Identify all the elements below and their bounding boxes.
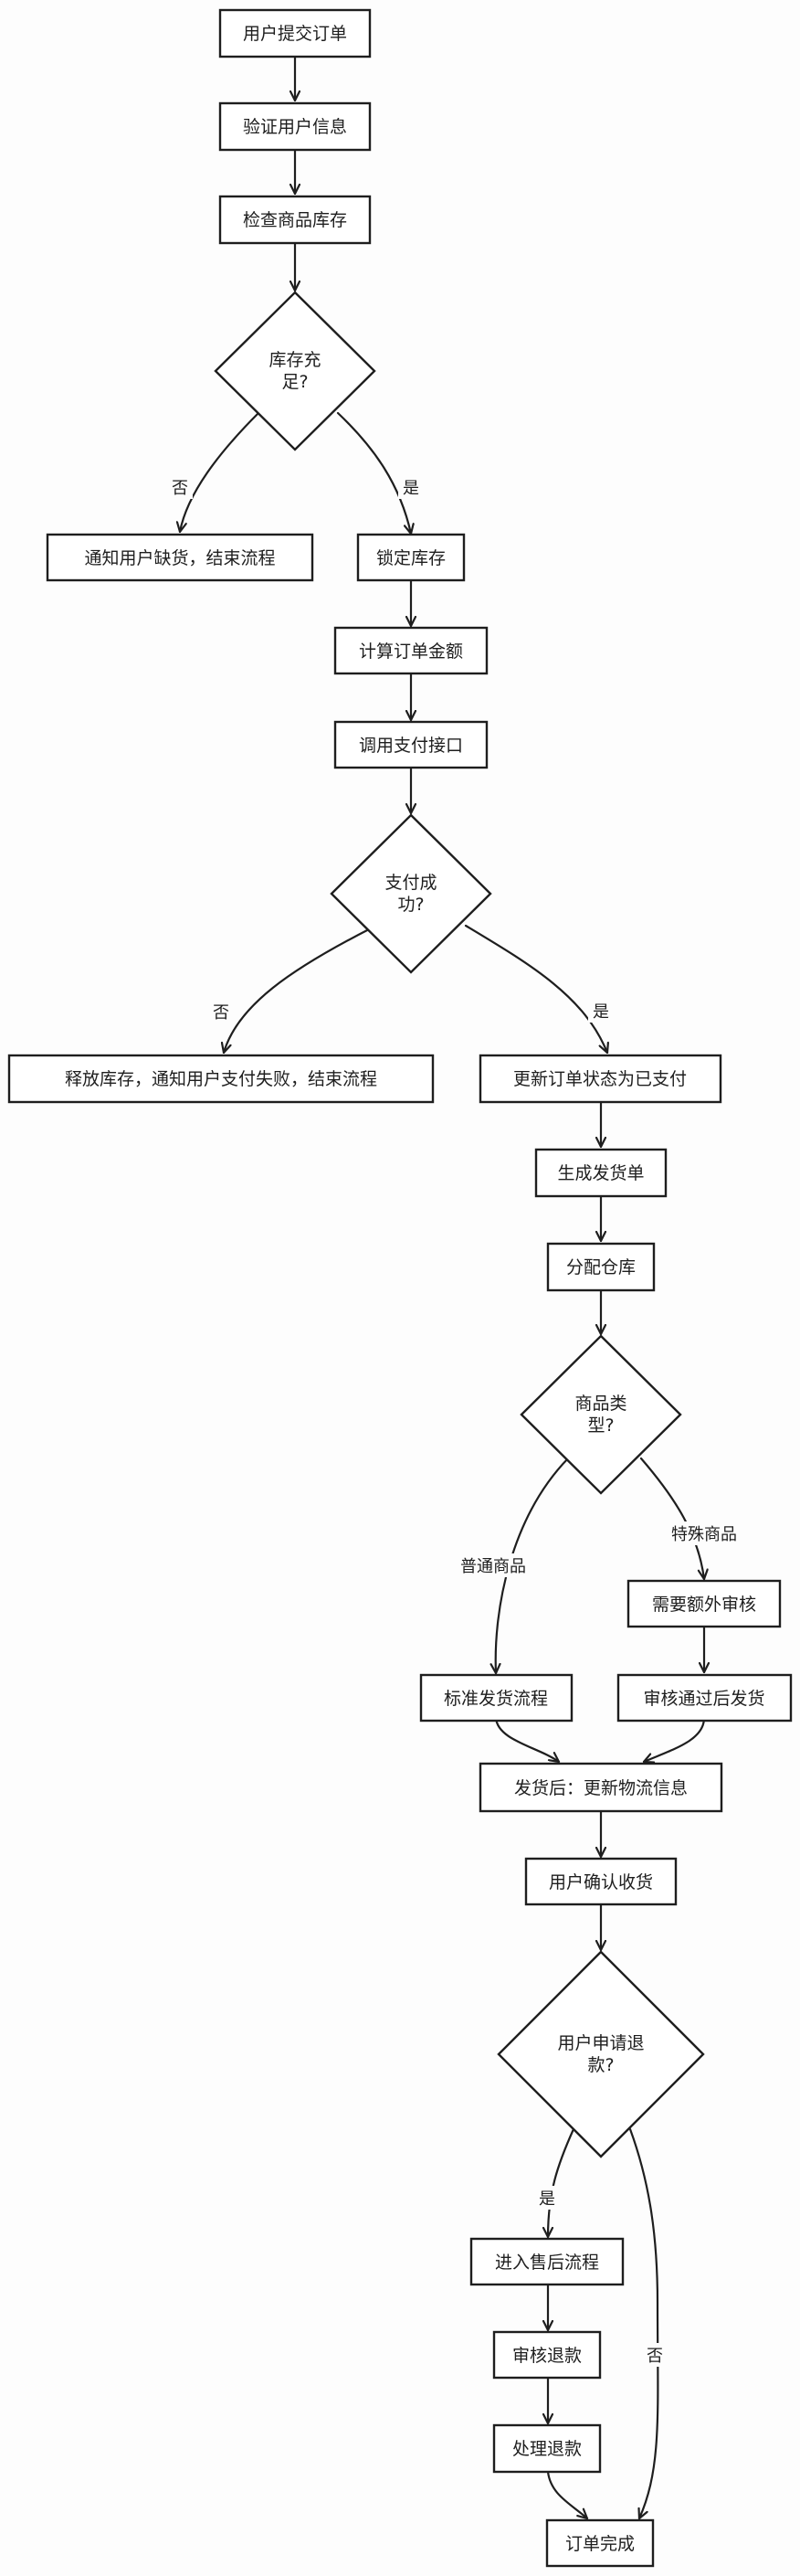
node-standard-shipping-label: 标准发货流程 xyxy=(444,1689,548,1709)
node-process-refund: 处理退款 xyxy=(492,2423,602,2474)
label-refund-no: 否 xyxy=(647,2347,663,2366)
decision-refund-request-line2: 款? xyxy=(587,2055,614,2075)
node-update-logistics-label: 发货后：更新物流信息 xyxy=(514,1778,688,1798)
decision-payment-success-line1: 支付成 xyxy=(384,873,437,893)
decision-payment-success: 支付成 功? xyxy=(330,813,492,974)
edge-pay-no xyxy=(224,928,371,1055)
edge-type-special xyxy=(639,1457,704,1581)
label-stock-no: 否 xyxy=(172,479,188,498)
label-pay-no: 否 xyxy=(213,1003,229,1023)
decision-goods-type-line2: 型? xyxy=(587,1415,614,1436)
edge-review-logistics xyxy=(642,1716,706,1762)
node-release-stock-label: 释放库存，通知用户支付失败，结束流程 xyxy=(65,1069,377,1089)
edge-labels: 否 是 否 是 普通商品 特殊商品 是 否 xyxy=(167,475,744,2367)
node-submit-order-label: 用户提交订单 xyxy=(243,24,347,44)
node-review-then-ship: 审核通过后发货 xyxy=(616,1673,793,1723)
nodes: 用户提交订单 验证用户信息 检查商品库存 库存充 足? 通知用户缺货，结束流程 … xyxy=(7,8,793,2568)
decision-refund-request-line1: 用户申请退 xyxy=(557,2033,644,2053)
node-update-logistics: 发货后：更新物流信息 xyxy=(479,1762,723,1813)
node-verify-user: 验证用户信息 xyxy=(218,101,372,152)
node-check-stock: 检查商品库存 xyxy=(218,195,372,245)
node-assign-warehouse-label: 分配仓库 xyxy=(566,1257,636,1277)
node-set-paid-label: 更新订单状态为已支付 xyxy=(513,1069,687,1089)
node-set-paid: 更新订单状态为已支付 xyxy=(479,1054,722,1104)
node-process-refund-label: 处理退款 xyxy=(512,2439,582,2459)
edge-refund-yes xyxy=(548,2127,575,2239)
node-notify-out-of-stock: 通知用户缺货，结束流程 xyxy=(46,533,314,582)
edge-pay-yes xyxy=(464,924,607,1055)
node-standard-shipping: 标准发货流程 xyxy=(419,1673,574,1723)
label-pay-yes: 是 xyxy=(593,1002,609,1022)
edge-refund-no xyxy=(628,2127,659,2520)
label-normal: 普通商品 xyxy=(460,1557,526,1576)
node-after-sale-label: 进入售后流程 xyxy=(495,2253,599,2273)
node-lock-stock-label: 锁定库存 xyxy=(376,548,446,568)
edge-normal-logistics xyxy=(494,1716,561,1764)
node-notify-out-of-stock-label: 通知用户缺货，结束流程 xyxy=(84,548,275,568)
decision-goods-type-line1: 商品类 xyxy=(574,1394,626,1414)
node-confirm-receipt-label: 用户确认收货 xyxy=(549,1872,653,1892)
node-review-refund: 审核退款 xyxy=(492,2330,602,2380)
node-extra-review: 需要额外审核 xyxy=(626,1579,782,1628)
node-verify-user-label: 验证用户信息 xyxy=(243,117,347,137)
decision-stock-enough-line2: 足? xyxy=(281,372,308,392)
node-calc-amount: 计算订单金额 xyxy=(333,626,489,675)
decision-stock-enough: 库存充 足? xyxy=(214,291,376,451)
node-order-complete: 订单完成 xyxy=(545,2518,655,2568)
decision-refund-request: 用户申请退 款? xyxy=(497,1950,705,2158)
label-refund-yes: 是 xyxy=(539,2189,555,2209)
node-assign-warehouse: 分配仓库 xyxy=(546,1242,656,1292)
node-confirm-receipt: 用户确认收货 xyxy=(524,1857,678,1906)
node-review-then-ship-label: 审核通过后发货 xyxy=(643,1689,764,1709)
node-extra-review-label: 需要额外审核 xyxy=(652,1595,756,1615)
label-stock-yes: 是 xyxy=(403,479,419,498)
node-generate-shipping-label: 生成发货单 xyxy=(557,1163,644,1183)
node-check-stock-label: 检查商品库存 xyxy=(243,210,347,230)
node-lock-stock: 锁定库存 xyxy=(356,533,466,582)
node-call-payment-label: 调用支付接口 xyxy=(359,736,463,756)
label-special: 特殊商品 xyxy=(671,1525,737,1544)
node-after-sale: 进入售后流程 xyxy=(469,2237,625,2286)
node-submit-order: 用户提交订单 xyxy=(218,8,372,58)
node-order-complete-label: 订单完成 xyxy=(565,2534,635,2554)
edge-stock-yes xyxy=(336,411,411,535)
node-release-stock: 释放库存，通知用户支付失败，结束流程 xyxy=(7,1054,435,1104)
decision-goods-type: 商品类 型? xyxy=(520,1334,682,1495)
node-generate-shipping: 生成发货单 xyxy=(534,1148,668,1198)
edge-process-done xyxy=(546,2470,589,2520)
edge-stock-no xyxy=(180,411,260,534)
decision-payment-success-line2: 功? xyxy=(397,895,424,915)
node-calc-amount-label: 计算订单金额 xyxy=(359,641,463,662)
node-call-payment: 调用支付接口 xyxy=(333,720,489,769)
node-review-refund-label: 审核退款 xyxy=(512,2346,582,2366)
decision-stock-enough-line1: 库存充 xyxy=(268,350,321,370)
